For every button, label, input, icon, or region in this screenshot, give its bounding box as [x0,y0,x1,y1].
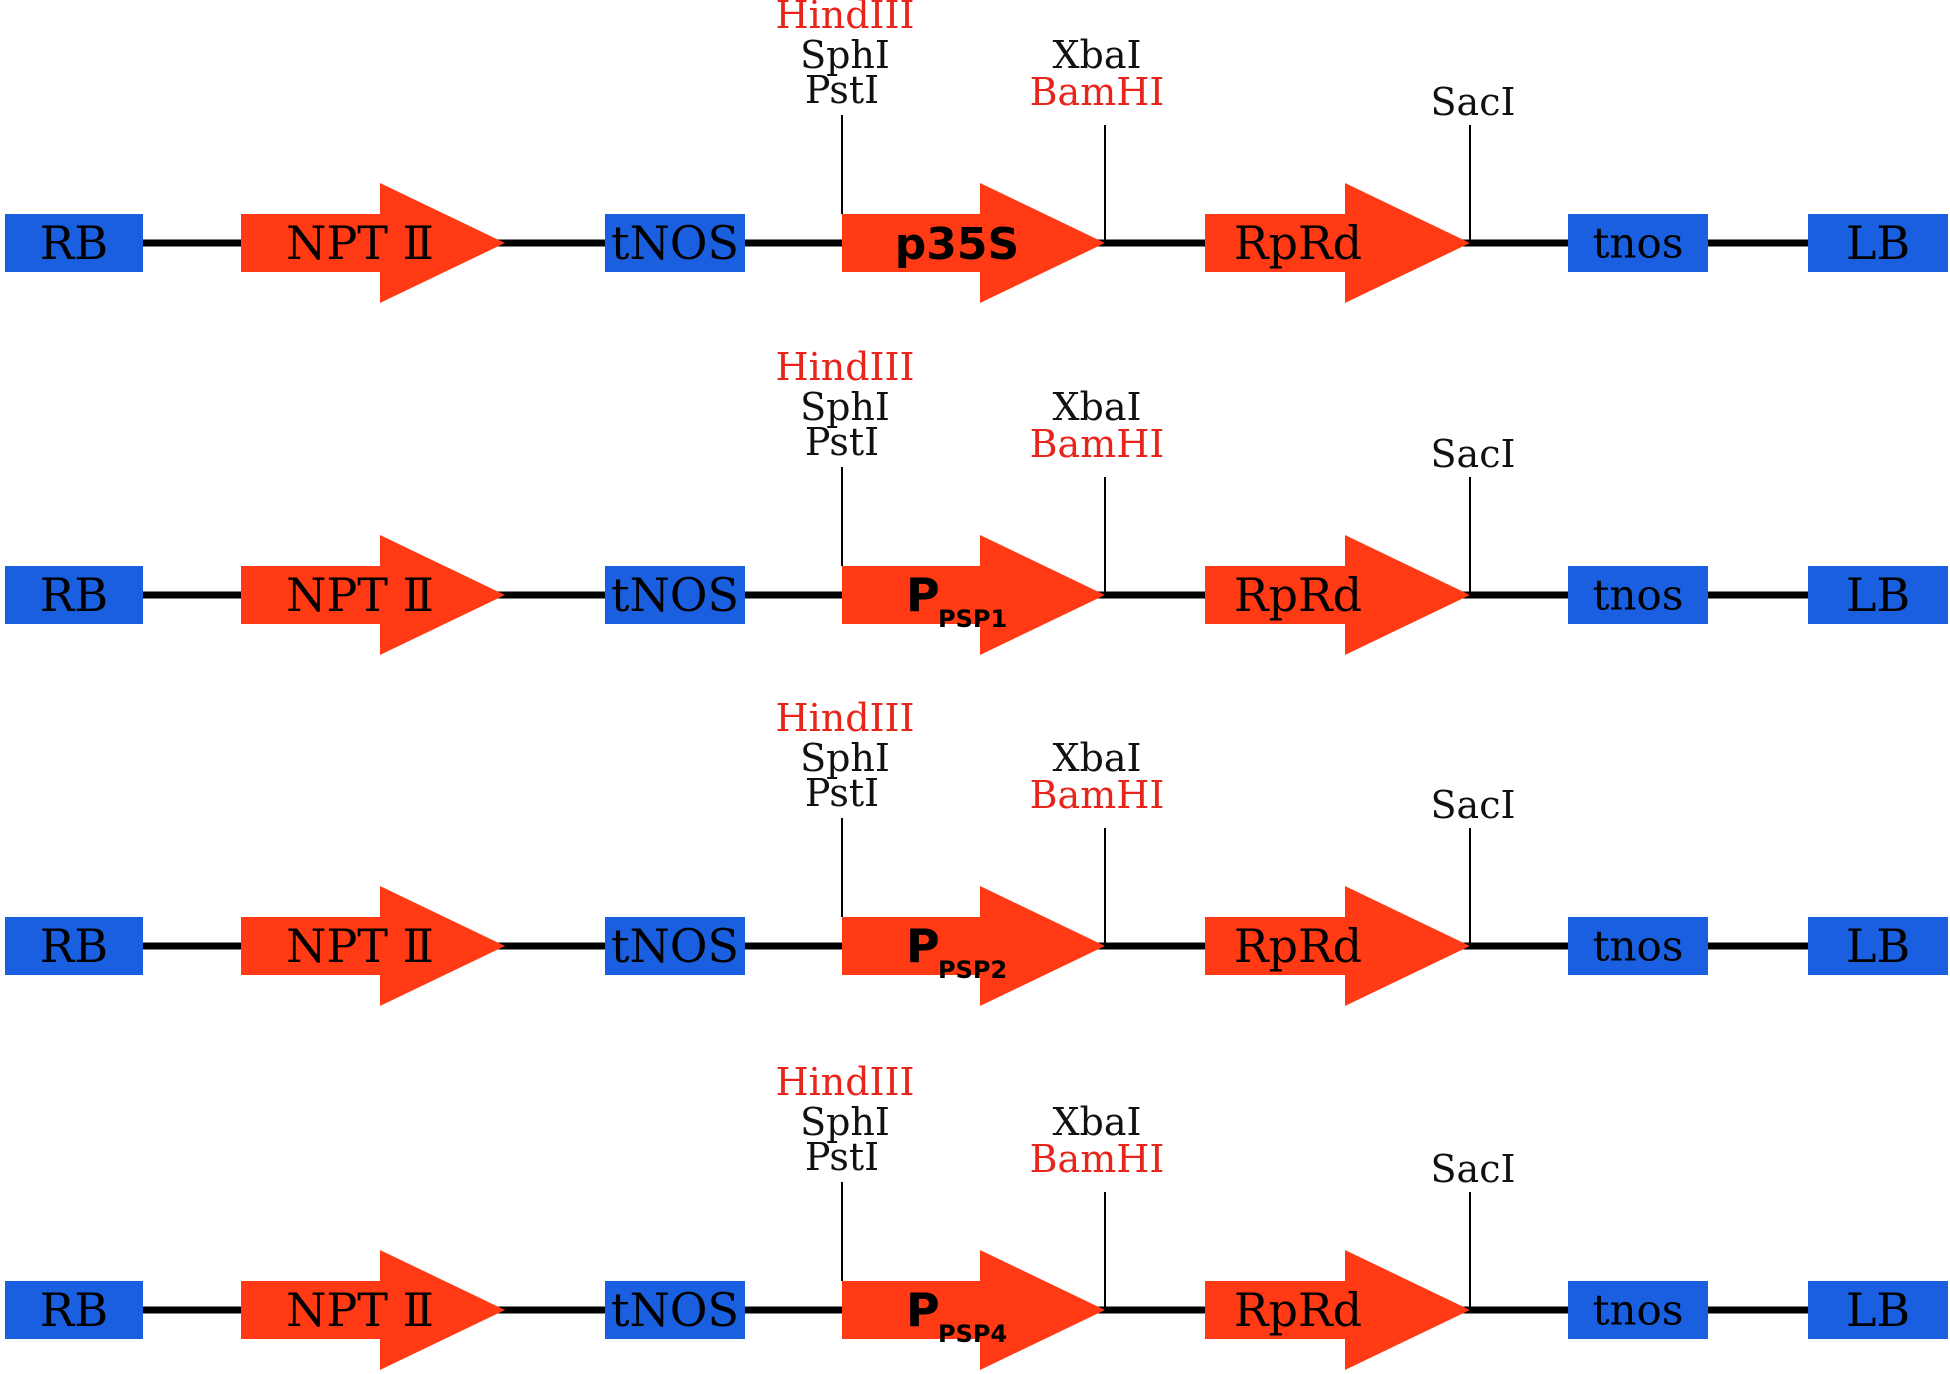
site-label-bamhi: BamHI [1030,70,1165,114]
tnos-terminator-block-label: tnos [1593,1286,1684,1335]
promoter-label: P [906,1283,940,1337]
site-label-hindiii: HindIII [775,0,914,37]
lb-border-block [1808,566,1948,624]
tnos-terminator-block [1568,214,1708,272]
nptii-label: NPT Ⅱ [286,919,434,973]
rb-border-block [5,917,143,975]
promoter-arrow [842,1250,1105,1370]
nptii-label: NPT Ⅱ [286,216,434,270]
site-label-xbai: XbaI [1052,33,1141,77]
lb-border-block-label: LB [1846,216,1910,270]
tnos-terminator-block [1568,566,1708,624]
promoter-arrow [842,535,1105,655]
promoter-subscript: PSP2 [938,956,1007,984]
lb-border-block-label: LB [1846,919,1910,973]
site-label-hindiii: HindIII [775,696,914,740]
site-label-sphi: SphI [800,385,890,429]
tnos-terminator-block-label: tNOS [611,919,739,973]
rprd-arrow [1205,183,1470,303]
tnos-terminator-block-label: tNOS [611,216,739,270]
site-label-xbai: XbaI [1052,1100,1141,1144]
site-label-psti: PstI [805,771,879,815]
site-label-sphi: SphI [800,1100,890,1144]
site-label-saci: SacI [1431,80,1516,124]
site-label-sphi: SphI [800,33,890,77]
site-label-bamhi: BamHI [1030,773,1165,817]
nptii-label: NPT Ⅱ [286,568,434,622]
site-label-hindiii: HindIII [775,345,914,389]
lb-border-block [1808,1281,1948,1339]
nptii-arrow [241,1250,505,1370]
promoter-label: p35S [895,219,1019,270]
lb-border-block-label: LB [1846,1283,1910,1337]
promoter-subscript: PSP1 [938,605,1007,633]
rb-border-block-label: RB [40,216,108,270]
tnos-terminator-block [605,214,745,272]
promoter-subscript: PSP4 [938,1320,1007,1348]
rb-border-block [5,1281,143,1339]
tnos-terminator-block-label: tnos [1593,219,1684,268]
rb-border-block [5,566,143,624]
construct-row: RB NPT Ⅱ tNOS p35S RpRd tnos LB HindIIISphIPstI… [5,0,1948,303]
promoter-label: P [906,919,940,973]
promoter-arrow [842,183,1105,303]
tnos-terminator-block-label: tNOS [611,568,739,622]
rb-border-block-label: RB [40,919,108,973]
rb-border-block-label: RB [40,568,108,622]
lb-border-block [1808,917,1948,975]
nptii-arrow [241,886,505,1006]
site-label-hindiii: HindIII [775,1060,914,1104]
site-label-bamhi: BamHI [1030,422,1165,466]
lb-border-block-label: LB [1846,568,1910,622]
site-label-saci: SacI [1431,783,1516,827]
promoter-label: P [906,568,940,622]
promoter-arrow [842,886,1105,1006]
rprd-label: RpRd [1234,568,1362,622]
site-label-xbai: XbaI [1052,385,1141,429]
tnos-terminator-block-label: tnos [1593,922,1684,971]
nptii-label: NPT Ⅱ [286,1283,434,1337]
rprd-label: RpRd [1234,216,1362,270]
tnos-terminator-block [605,1281,745,1339]
site-label-psti: PstI [805,68,879,112]
rprd-label: RpRd [1234,1283,1362,1337]
site-label-saci: SacI [1431,432,1516,476]
tnos-terminator-block [1568,917,1708,975]
tnos-terminator-block [1568,1281,1708,1339]
rprd-label: RpRd [1234,919,1362,973]
tnos-terminator-block-label: tnos [1593,571,1684,620]
site-label-xbai: XbaI [1052,736,1141,780]
tnos-terminator-block [605,917,745,975]
rprd-arrow [1205,535,1470,655]
lb-border-block [1808,214,1948,272]
tnos-terminator-block [605,566,745,624]
site-label-sphi: SphI [800,736,890,780]
tnos-terminator-block-label: tNOS [611,1283,739,1337]
rprd-arrow [1205,886,1470,1006]
site-label-saci: SacI [1431,1147,1516,1191]
rb-border-block-label: RB [40,1283,108,1337]
rprd-arrow [1205,1250,1470,1370]
rb-border-block [5,214,143,272]
site-label-psti: PstI [805,1135,879,1179]
site-label-psti: PstI [805,420,879,464]
site-label-bamhi: BamHI [1030,1137,1165,1181]
nptii-arrow [241,535,505,655]
nptii-arrow [241,183,505,303]
